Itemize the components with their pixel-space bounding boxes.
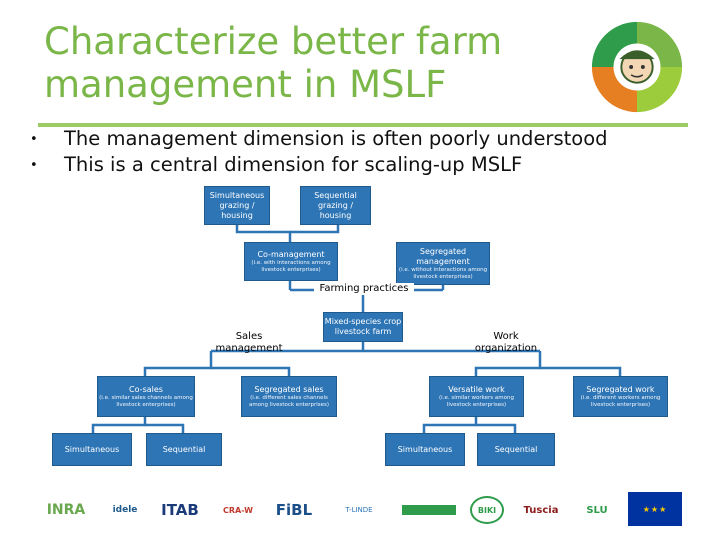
node-note: (i.e. similar workers among livestock en… xyxy=(439,394,514,408)
bullet-icon: • xyxy=(30,132,38,147)
itab-logo: ITAB xyxy=(161,501,199,519)
bullet-icon: • xyxy=(30,158,38,173)
node-sales-simultaneous: Simultaneous xyxy=(52,433,132,466)
slide-title: Characterize better farm management in M… xyxy=(44,20,503,106)
node-note: (i.e. different workers among livestock … xyxy=(580,394,661,408)
tuscia-logo: Tuscia xyxy=(523,504,559,516)
label-sales-management: Sales management xyxy=(215,331,283,354)
node-note: (i.e. with interactions among livestock … xyxy=(251,259,331,273)
node-label: Co-management xyxy=(257,249,325,259)
bullet-text: The management dimension is often poorly… xyxy=(64,127,608,150)
node-work-simultaneous: Simultaneous xyxy=(385,433,465,466)
idele-logo: idele xyxy=(112,505,138,515)
node-sales-sequential: Sequential xyxy=(146,433,222,466)
node-simultaneous-grazing: Simultaneous grazing / housing xyxy=(204,186,270,225)
bullet-text: This is a central dimension for scaling-… xyxy=(64,153,523,176)
bullet-item: • The management dimension is often poorl… xyxy=(30,126,710,152)
node-label: Segregated sales xyxy=(254,384,324,394)
node-label: Versatile work xyxy=(448,384,505,394)
label-work-organization: Work organization xyxy=(474,331,538,354)
node-segregated-work: Segregated work (i.e. different workers … xyxy=(573,376,668,417)
bullet-list: • The management dimension is often poorl… xyxy=(30,126,710,178)
fibl-logo: FiBL xyxy=(275,501,313,519)
node-segregated-sales: Segregated sales (i.e. different sales c… xyxy=(241,376,337,417)
node-segregated-management: Segregated management (i.e. without inte… xyxy=(396,242,490,285)
node-work-sequential: Sequential xyxy=(477,433,555,466)
node-versatile-work: Versatile work (i.e. similar workers amo… xyxy=(429,376,524,417)
node-co-management: Co-management (i.e. with interactions am… xyxy=(244,242,338,281)
weihenstephan-logo: CRA-W xyxy=(222,505,253,515)
node-co-sales: Co-sales (i.e. similar sales channels am… xyxy=(97,376,195,417)
node-sequential-grazing: Sequential grazing / housing xyxy=(300,186,371,225)
slu-logo: SLU xyxy=(586,504,608,516)
node-label: Segregated management xyxy=(416,246,470,266)
node-note: (i.e. without interactions among livesto… xyxy=(398,266,488,280)
node-mixed-species-farm: Mixed-species crop livestock farm xyxy=(323,312,403,342)
green-logo xyxy=(402,496,456,524)
label-farming-practices: Farming practices xyxy=(314,283,414,295)
node-note: (i.e. different sales channels among liv… xyxy=(248,394,330,408)
node-label: Segregated work xyxy=(586,384,655,394)
node-note: (i.e. similar sales channels among lives… xyxy=(99,394,193,408)
node-label: Co-sales xyxy=(129,384,163,394)
title-divider xyxy=(38,123,688,127)
eu-flag-logo: ★★★ xyxy=(628,492,682,526)
project-logo xyxy=(591,21,683,113)
partner-logos: INRA idele ITAB CRA-W FiBL T-LINDE BIKI … xyxy=(0,488,720,532)
biki-logo: BIKI xyxy=(470,496,504,524)
inra-logo: INRA xyxy=(46,502,86,518)
bullet-item: • This is a central dimension for scaling… xyxy=(30,152,710,178)
t-linde-logo: T-LINDE xyxy=(345,506,373,514)
